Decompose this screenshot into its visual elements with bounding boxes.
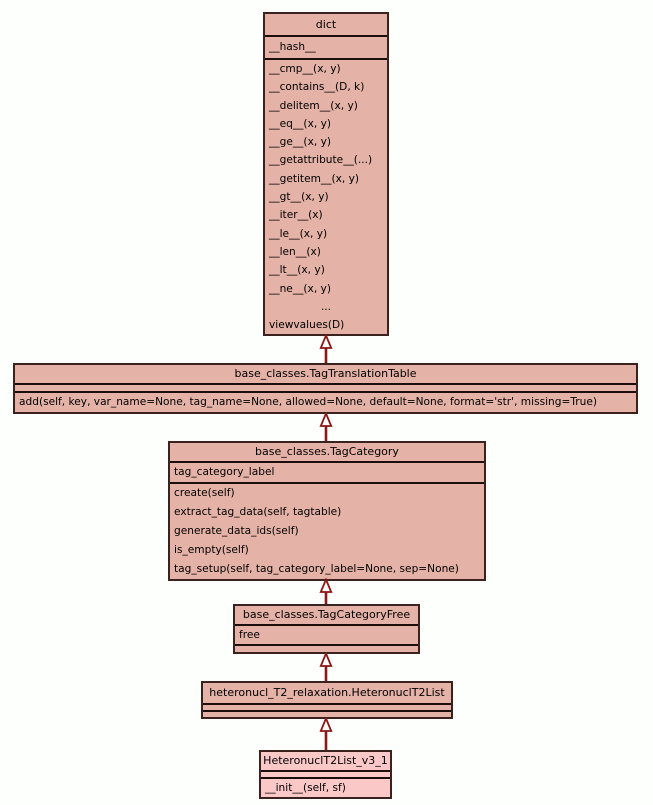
- class-name: dict: [315, 18, 337, 31]
- class-box-heteronucl-t2-list[interactable]: heteronucl_T2_relaxation.HeteronuclT2Lis…: [201, 681, 453, 719]
- hollow-arrowhead-icon: [319, 412, 333, 427]
- method-item: __len__(x): [269, 245, 321, 258]
- inheritance-arrow-v3-1-to-heteronuclt2list: [319, 717, 333, 750]
- methods-compartment-empty: [203, 710, 451, 717]
- inheritance-arrow-tagcategoryfree-to-tagcategory: [319, 578, 333, 604]
- attributes-compartment: tag_category_label: [170, 461, 484, 482]
- method-item: __delitem__(x, y): [269, 99, 358, 112]
- method-item: __lt__(x, y): [269, 264, 325, 277]
- attribute-item: free: [239, 629, 260, 641]
- attributes-compartment-empty: [203, 703, 451, 710]
- class-name: base_classes.TagCategoryFree: [242, 608, 411, 621]
- class-name: heteronucl_T2_relaxation.HeteronuclT2Lis…: [209, 686, 445, 699]
- methods-compartment: __cmp__(x, y) __contains__(D, k) __delit…: [265, 58, 387, 334]
- hollow-arrowhead-icon: [319, 717, 333, 732]
- hollow-arrowhead-icon: [319, 652, 333, 667]
- class-box-tag-category-free[interactable]: base_classes.TagCategoryFree free: [233, 604, 420, 654]
- attributes-compartment: free: [235, 624, 418, 644]
- method-item: generate_data_ids(self): [174, 525, 299, 537]
- method-item: __ne__(x, y): [269, 282, 331, 295]
- attributes-compartment: __hash__: [265, 35, 387, 58]
- methods-compartment-empty: [235, 644, 418, 652]
- inheritance-arrow-tagcategory-to-tagtranslationtable: [319, 412, 333, 441]
- method-item: __le__(x, y): [269, 227, 328, 240]
- class-box-tag-category[interactable]: base_classes.TagCategory tag_category_la…: [168, 441, 486, 581]
- method-item: create(self): [174, 487, 235, 499]
- class-box-dict[interactable]: dict __hash__ __cmp__(x, y) __contains__…: [263, 12, 389, 337]
- class-box-tag-translation-table[interactable]: base_classes.TagTranslationTable add(sel…: [13, 363, 638, 414]
- method-item: add(self, key, var_name=None, tag_name=N…: [19, 396, 598, 408]
- hollow-arrowhead-icon: [319, 334, 333, 349]
- class-box-heteronucl-t2-list-v3-1[interactable]: HeteronuclT2List_v3_1 __init__(self, sf): [259, 750, 392, 799]
- method-item: tag_setup(self, tag_category_label=None,…: [174, 563, 459, 575]
- attributes-compartment-empty: [15, 383, 636, 391]
- ellipsis-row: ...: [320, 300, 332, 313]
- inheritance-arrow-tagtranslationtable-to-dict: [319, 334, 333, 363]
- inheritance-arrow-heteronuclt2list-to-tagcategoryfree: [319, 652, 333, 681]
- methods-compartment: __init__(self, sf): [261, 777, 390, 797]
- attribute-item: __hash__: [269, 41, 316, 53]
- method-item: is_empty(self): [174, 544, 249, 556]
- hollow-arrowhead-icon: [319, 578, 333, 593]
- methods-compartment: create(self) extract_tag_data(self, tagt…: [170, 482, 484, 579]
- method-item: __contains__(D, k): [269, 81, 365, 94]
- method-item: __ge__(x, y): [269, 136, 331, 149]
- attribute-item: tag_category_label: [174, 466, 275, 478]
- class-name: HeteronuclT2List_v3_1: [263, 754, 388, 767]
- method-item: __getattribute__(...): [269, 154, 373, 167]
- methods-compartment: add(self, key, var_name=None, tag_name=N…: [15, 391, 636, 412]
- method-item: viewvalues(D): [269, 319, 345, 332]
- method-item: __getitem__(x, y): [269, 172, 360, 185]
- class-name: base_classes.TagCategory: [255, 445, 399, 458]
- method-item: __iter__(x): [269, 209, 323, 222]
- attributes-compartment-empty: [261, 770, 390, 777]
- method-item: __init__(self, sf): [265, 782, 346, 794]
- method-item: extract_tag_data(self, tagtable): [174, 506, 342, 518]
- method-item: __eq__(x, y): [269, 117, 331, 130]
- class-name: base_classes.TagTranslationTable: [234, 367, 417, 380]
- method-item: __gt__(x, y): [269, 191, 329, 204]
- method-item: __cmp__(x, y): [269, 63, 341, 75]
